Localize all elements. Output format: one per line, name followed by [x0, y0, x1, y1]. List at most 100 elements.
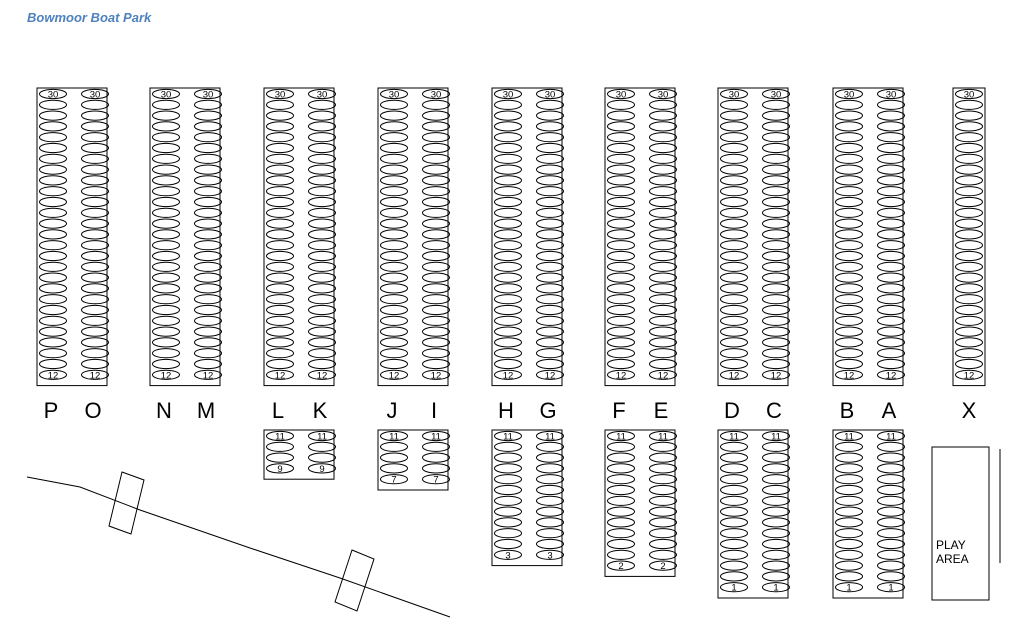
boat-bay: [152, 196, 180, 208]
boat-bay: [835, 153, 863, 164]
boat-bay: [308, 229, 336, 240]
boat-bay: [422, 430, 450, 442]
boat-bay: [308, 294, 336, 305]
boat-bay: [152, 207, 180, 218]
boat-bay: [266, 283, 294, 294]
bay-number: 30: [90, 90, 101, 101]
boat-bay: [877, 582, 905, 593]
boat-bay: [81, 218, 109, 229]
boat-bay: [422, 186, 450, 197]
boat-bay: [494, 218, 522, 229]
boat-bay: [380, 196, 408, 208]
boat-bay: [536, 250, 564, 262]
boat-bay: [152, 142, 180, 154]
boat-bay: [308, 88, 336, 100]
boat-bay: [266, 121, 294, 132]
boat-bay: [835, 348, 863, 359]
boat-bay: [762, 517, 790, 528]
boat-bay: [380, 294, 408, 305]
boat-bay: [835, 452, 863, 463]
boat-bay: [380, 99, 408, 110]
boat-bay: [494, 229, 522, 240]
bay-number: 11: [886, 432, 896, 443]
boat-bay: [536, 452, 564, 463]
boat-bay: [152, 175, 180, 186]
boat-bay: [835, 196, 863, 208]
bay-number: 12: [275, 370, 286, 381]
boat-bay: [649, 452, 677, 463]
bay-number: 12: [389, 370, 400, 381]
boat-bay: [266, 441, 294, 452]
boat-bay: [649, 110, 677, 121]
boat-bay: [494, 484, 522, 496]
bay-number: 11: [545, 432, 555, 443]
bay-number: 11: [389, 432, 399, 443]
boat-bay: [194, 283, 222, 294]
boat-bay: [194, 153, 222, 164]
boat-bay: [494, 153, 522, 164]
boat-bay: [536, 240, 564, 251]
boat-bay: [877, 517, 905, 528]
row-label-m: M: [197, 398, 215, 423]
boat-bay: [762, 88, 790, 100]
boat-bay: [266, 207, 294, 218]
boat-bay: [81, 240, 109, 251]
boat-bay: [955, 358, 983, 370]
boat-bay: [494, 196, 522, 208]
boat-bay: [194, 358, 222, 370]
boat-bay: [536, 175, 564, 186]
boat-bay: [762, 348, 790, 359]
boat-bay: [607, 88, 635, 100]
boat-bay: [607, 294, 635, 305]
boat-bay: [81, 121, 109, 132]
boat-bay: [835, 207, 863, 218]
boat-bay: [266, 250, 294, 262]
boat-bay: [194, 348, 222, 359]
boat-bay: [152, 240, 180, 251]
upper-row-block: [952, 87, 986, 387]
row-label-p: P: [44, 398, 59, 423]
boat-bay: [152, 283, 180, 294]
boat-bay: [39, 110, 67, 121]
boat-bay: [152, 294, 180, 305]
boat-bay: [536, 110, 564, 121]
boat-bay: [877, 240, 905, 251]
boat-bay: [308, 142, 336, 154]
bay-number: 30: [161, 90, 172, 101]
boat-bay: [536, 474, 564, 485]
boat-bay: [720, 240, 748, 251]
boat-bay: [762, 441, 790, 452]
bridge-box: [108, 471, 145, 535]
boat-bay: [536, 484, 564, 496]
row-label-k: K: [313, 398, 328, 423]
boat-bay: [266, 175, 294, 186]
page-title: Bowmoor Boat Park: [27, 10, 152, 25]
boat-bay: [536, 153, 564, 164]
boat-bay: [494, 549, 522, 560]
boat-bay: [81, 261, 109, 272]
boat-bay: [607, 484, 635, 496]
boat-bay: [494, 369, 522, 380]
boat-bay: [494, 283, 522, 294]
boat-bay: [835, 261, 863, 272]
boat-bay: [607, 549, 635, 560]
boat-bay: [266, 142, 294, 154]
boat-bay: [649, 88, 677, 100]
boat-bay: [194, 315, 222, 326]
bay-number: 30: [771, 90, 782, 101]
boat-bay: [39, 240, 67, 251]
boat-bay: [607, 186, 635, 197]
bay-number: 30: [545, 90, 556, 101]
boat-bay: [877, 430, 905, 442]
boat-bay: [308, 326, 336, 337]
boat-bay: [494, 315, 522, 326]
boat-bay: [494, 132, 522, 143]
boat-bay: [422, 142, 450, 154]
boat-bay: [762, 358, 790, 370]
boat-bay: [422, 261, 450, 272]
boat-bay: [607, 132, 635, 143]
boat-bay: [380, 186, 408, 197]
bay-number: 12: [886, 370, 897, 381]
boat-bay: [877, 441, 905, 452]
boat-bay: [81, 315, 109, 326]
